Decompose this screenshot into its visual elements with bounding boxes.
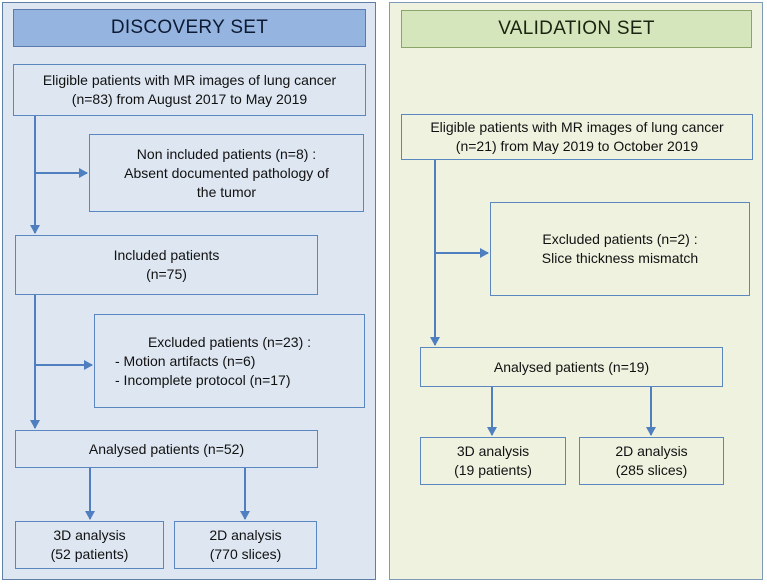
discovery-eligible-box: Eligible patients with MR images of lung… [13, 64, 366, 116]
validation-analysed-box: Analysed patients (n=19) [420, 347, 723, 387]
box-line: (n=83) from August 2017 to May 2019 [71, 91, 308, 107]
validation-set-header: VALIDATION SET [401, 10, 752, 48]
box-line: 3D analysis [53, 527, 126, 543]
validation-eligible-box: Eligible patients with MR images of lung… [401, 114, 753, 160]
box-line: Included patients [113, 247, 220, 263]
discovery-set-header: DISCOVERY SET [13, 9, 366, 47]
discovery-3d-analysis-box: 3D analysis (52 patients) [15, 521, 164, 569]
box-line: (n=75) [146, 266, 187, 282]
discovery-excluded-box: Excluded patients (n=23) : - Motion arti… [94, 314, 365, 408]
box-line: the tumor [196, 183, 257, 200]
box-line: Analysed patients (n=52) [88, 440, 245, 457]
discovery-set-title: DISCOVERY SET [110, 17, 269, 38]
box-line: (52 patients) [50, 546, 129, 562]
discovery-analysed-box: Analysed patients (n=52) [15, 430, 318, 468]
validation-3d-analysis-box: 3D analysis (19 patients) [420, 437, 566, 485]
validation-set-title: VALIDATION SET [498, 18, 655, 39]
validation-panel [389, 2, 763, 580]
validation-2d-analysis-box: 2D analysis (285 slices) [579, 437, 724, 485]
box-line: 3D analysis [456, 443, 530, 459]
box-line: Slice thickness mismatch [541, 250, 699, 266]
box-line: Eligible patients with MR images of lung… [42, 72, 337, 88]
box-line: 2D analysis [615, 443, 688, 459]
discovery-non-included-box: Non included patients (n=8) : Absent doc… [89, 134, 364, 212]
box-line: - Incomplete protocol (n=17) [115, 371, 291, 388]
box-line: Excluded patients (n=2) : [542, 231, 698, 247]
box-line: Eligible patients with MR images of lung… [430, 119, 724, 135]
box-line: - Motion artifacts (n=6) [115, 352, 256, 369]
box-line: Absent documented pathology of [124, 164, 329, 181]
discovery-included-box: Included patients (n=75) [15, 235, 318, 295]
box-line: Excluded patients (n=23) : [147, 333, 312, 350]
box-line: Analysed patients (n=19) [493, 358, 650, 375]
box-line: 2D analysis [209, 527, 282, 543]
box-line: Non included patients (n=8) : [136, 145, 317, 162]
discovery-2d-analysis-box: 2D analysis (770 slices) [174, 521, 317, 569]
box-line: (n=21) from May 2019 to October 2019 [455, 138, 699, 154]
box-line: (19 patients) [454, 462, 532, 478]
box-line: (285 slices) [615, 462, 688, 478]
discovery-panel [2, 2, 376, 580]
box-line: (770 slices) [209, 546, 282, 562]
validation-excluded-box: Excluded patients (n=2) : Slice thicknes… [490, 202, 750, 296]
